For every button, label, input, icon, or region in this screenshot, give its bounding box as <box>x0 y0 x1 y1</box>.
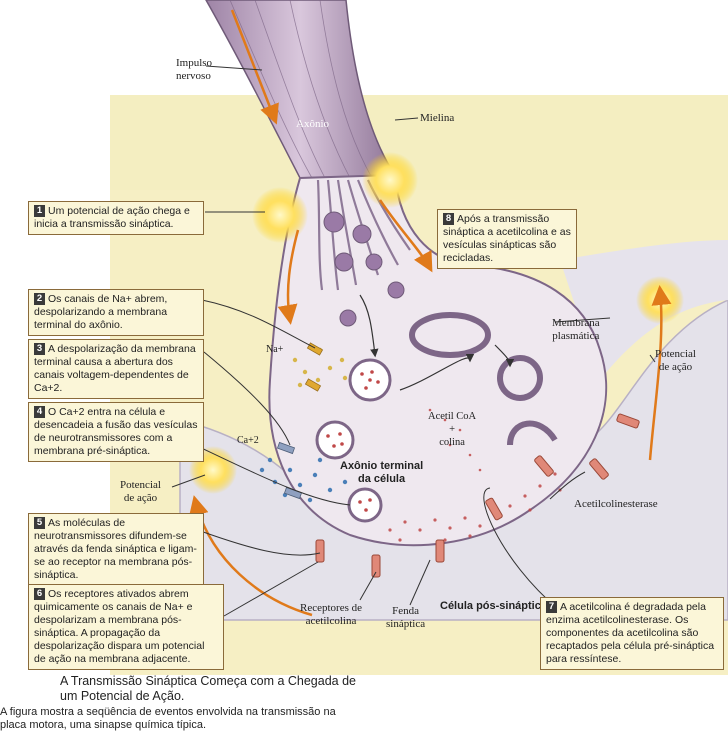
sodium-label: Na+ <box>266 344 284 355</box>
acetyl-coa-label: Acetil CoA + colina <box>428 411 477 448</box>
step-text: O Ca+2 entra na célula e desencadeia a f… <box>34 406 198 457</box>
figure-caption: A figura mostra a seqüência de eventos e… <box>0 706 336 731</box>
calcium-label: Ca+2 <box>237 435 259 446</box>
step-number: 2 <box>34 293 45 305</box>
step-number: 1 <box>34 205 45 217</box>
step-number: 7 <box>546 601 557 613</box>
action-potential-left-label: Potencial de ação <box>120 479 161 504</box>
acetylcholinesterase-label: Acetilcolinesterase <box>574 498 658 510</box>
step-text: Os canais de Na+ abrem, despolarizando a… <box>34 293 168 331</box>
myelin-label: Mielina <box>420 112 455 124</box>
recycling-vesicle <box>409 312 491 358</box>
terminal-label: Axônio terminal da célula <box>340 460 424 485</box>
action-potential-right-label: Potencial de ação <box>655 348 696 373</box>
step-text: As moléculas de neurotransmissores difun… <box>34 517 197 581</box>
action-potential-flash <box>252 187 308 243</box>
figure-title: A Transmissão Sináptica Começa com a Che… <box>60 674 356 703</box>
postsynaptic-label: Célula pós-sináptica <box>440 600 547 612</box>
step-text: Após a transmissão sináptica a acetilcol… <box>443 213 571 264</box>
step-text: Os receptores ativados abrem quimicament… <box>34 588 205 665</box>
impulse-label: Impulso nervoso <box>176 57 213 82</box>
axon-label: Axônio <box>296 118 329 130</box>
step-text: A acetilcolina é degradada pela enzima a… <box>546 601 715 665</box>
cleft-label: Fenda sináptica <box>386 605 426 630</box>
step-number: 5 <box>34 517 45 529</box>
step-number: 8 <box>443 213 454 225</box>
step-text: A despolarização da membrana terminal ca… <box>34 343 196 394</box>
step-text: Um potencial de ação chega e inicia a tr… <box>34 205 190 230</box>
step-number: 3 <box>34 343 45 355</box>
step-number: 4 <box>34 406 45 418</box>
receptors-label: Receptores de acetilcolina <box>300 602 362 627</box>
step-number: 6 <box>34 588 45 600</box>
acetylcholine-receptors <box>315 413 640 578</box>
membrane-label: Membrana plasmática <box>552 317 600 342</box>
